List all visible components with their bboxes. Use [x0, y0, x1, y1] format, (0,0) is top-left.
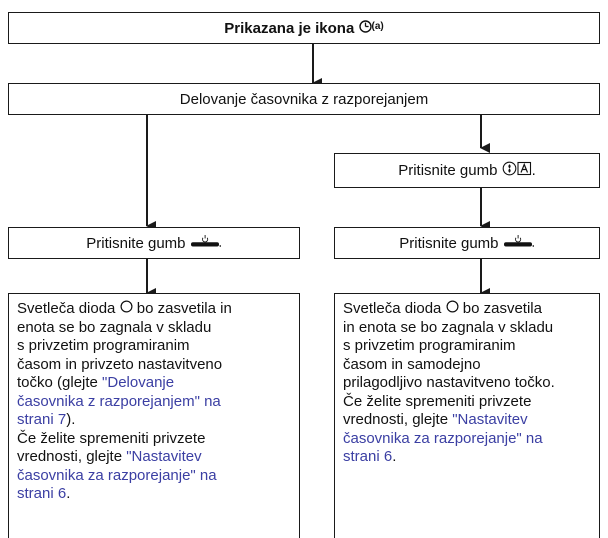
top-box: Prikazana je ikona (a) — [8, 12, 600, 44]
clock-icon — [358, 19, 372, 37]
left-result-line3: s privzetim programiranim — [17, 337, 190, 355]
fan-icon — [502, 161, 517, 180]
right-fan-press-period: . — [531, 162, 536, 179]
right-result-after-link: . — [392, 448, 397, 466]
link-nastavitev-casovnika-page[interactable]: strani 6 — [17, 485, 67, 503]
schedule-box: Delovanje časovnika z razporejanjem — [8, 83, 600, 115]
top-box-label: Prikazana je ikona — [224, 19, 355, 37]
right-press-label: Pritisnite gumb — [399, 234, 499, 252]
left-result-box: Svetleča dioda bo zasvetila in enota se … — [8, 293, 300, 538]
link-delovanje-casovnika-cont[interactable]: časovnika z razporejanjem" na — [17, 392, 221, 410]
right-result-line3: s privzetim programiranim — [343, 337, 516, 355]
led-icon — [120, 300, 133, 319]
right-result-line2: in enota se bo zagnala v skladu — [343, 318, 554, 336]
link-nastavitev-casovnika-right-cont[interactable]: časovnika za razporejanje" na — [343, 429, 543, 447]
right-result-line4: časom in samodejno — [343, 355, 481, 373]
left-result-line2: enota se bo zagnala v skladu — [17, 318, 212, 336]
left-result-after-link2: . — [66, 485, 71, 503]
link-nastavitev-casovnika-right-page[interactable]: strani 6 — [343, 448, 393, 466]
left-result-line7: vrednosti, glejte — [17, 448, 127, 466]
left-result-line4: časom in privzeto nastavitveno — [17, 355, 223, 373]
link-delovanje-casovnika[interactable]: "Delovanje — [102, 374, 175, 392]
right-result-line5: prilagodljivo nastavitveno točko. — [343, 374, 555, 392]
right-press-box: Pritisnite gumb — [334, 227, 600, 259]
right-result-box: Svetleča dioda bo zasvetila in enota se … — [334, 293, 600, 538]
left-result-line1b: bo zasvetila in — [136, 300, 232, 318]
left-result-line6: Če želite spremeniti privzete — [17, 429, 206, 447]
left-result-line5: točko (glejte — [17, 374, 103, 392]
schedule-box-label: Delovanje časovnika z razporejanjem — [179, 90, 429, 108]
footnote-marker: (a) — [371, 20, 384, 32]
right-result-line6: Če želite spremeniti privzete — [343, 392, 532, 410]
left-result-line1: Svetleča dioda — [17, 300, 116, 318]
power-button-icon — [190, 234, 222, 252]
link-nastavitev-casovnika-right[interactable]: "Nastavitev — [452, 411, 528, 429]
right-result-line7: vrednosti, glejte — [343, 411, 453, 429]
right-result-line1: Svetleča dioda — [343, 300, 442, 318]
left-result-after-link1: ). — [66, 411, 76, 429]
left-press-box: Pritisnite gumb — [8, 227, 300, 259]
led-icon — [446, 300, 459, 319]
right-fan-press-label: Pritisnite gumb — [398, 162, 498, 179]
link-delovanje-casovnika-page[interactable]: strani 7 — [17, 411, 67, 429]
power-button-icon — [503, 234, 535, 252]
right-result-line1b: bo zasvetila — [462, 300, 542, 318]
link-nastavitev-casovnika[interactable]: "Nastavitev — [126, 448, 202, 466]
left-press-label: Pritisnite gumb — [86, 234, 186, 252]
auto-icon — [517, 161, 532, 180]
link-nastavitev-casovnika-cont[interactable]: časovnika za razporejanje" na — [17, 466, 217, 484]
right-fan-press-box: Pritisnite gumb . — [334, 153, 600, 188]
